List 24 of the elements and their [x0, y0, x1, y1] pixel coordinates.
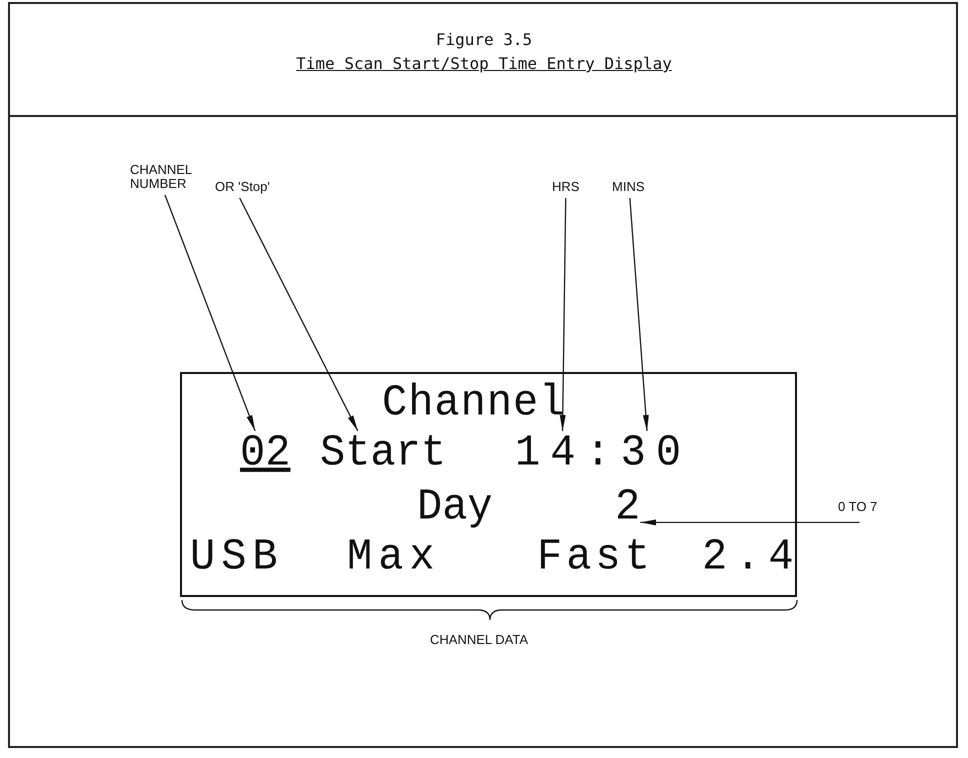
leader-line: [629, 198, 649, 431]
leader-line: [164, 194, 256, 432]
display-text: 2.4: [702, 534, 802, 580]
display-text: 2: [615, 484, 640, 530]
callout-text: OR 'Stop': [215, 180, 270, 198]
figure-title: Figure 3.5: [434, 30, 534, 49]
bracket-label: CHANNEL DATA: [430, 633, 528, 647]
display-text: 14:30: [515, 430, 692, 476]
display-text: Day: [417, 484, 493, 530]
display-text: Channel: [382, 380, 566, 426]
callout-text: MINS: [612, 180, 644, 198]
display-text: 02: [240, 430, 290, 476]
display-text: Fast: [537, 534, 654, 580]
figure-caption: Time Scan Start/Stop Time Entry Display: [296, 54, 672, 73]
display-text: Start: [320, 430, 446, 476]
display-text: USB: [190, 534, 284, 580]
callout-text: CHANNEL NUMBER: [130, 163, 200, 195]
callout-text: 0 TO 7: [838, 500, 878, 526]
callout-text: HRS: [552, 180, 580, 198]
lcd-display: [180, 372, 797, 597]
display-text: Max: [347, 534, 441, 580]
leader-line: [560, 198, 566, 431]
leader-line: [640, 519, 860, 526]
leader-line: [239, 198, 358, 432]
